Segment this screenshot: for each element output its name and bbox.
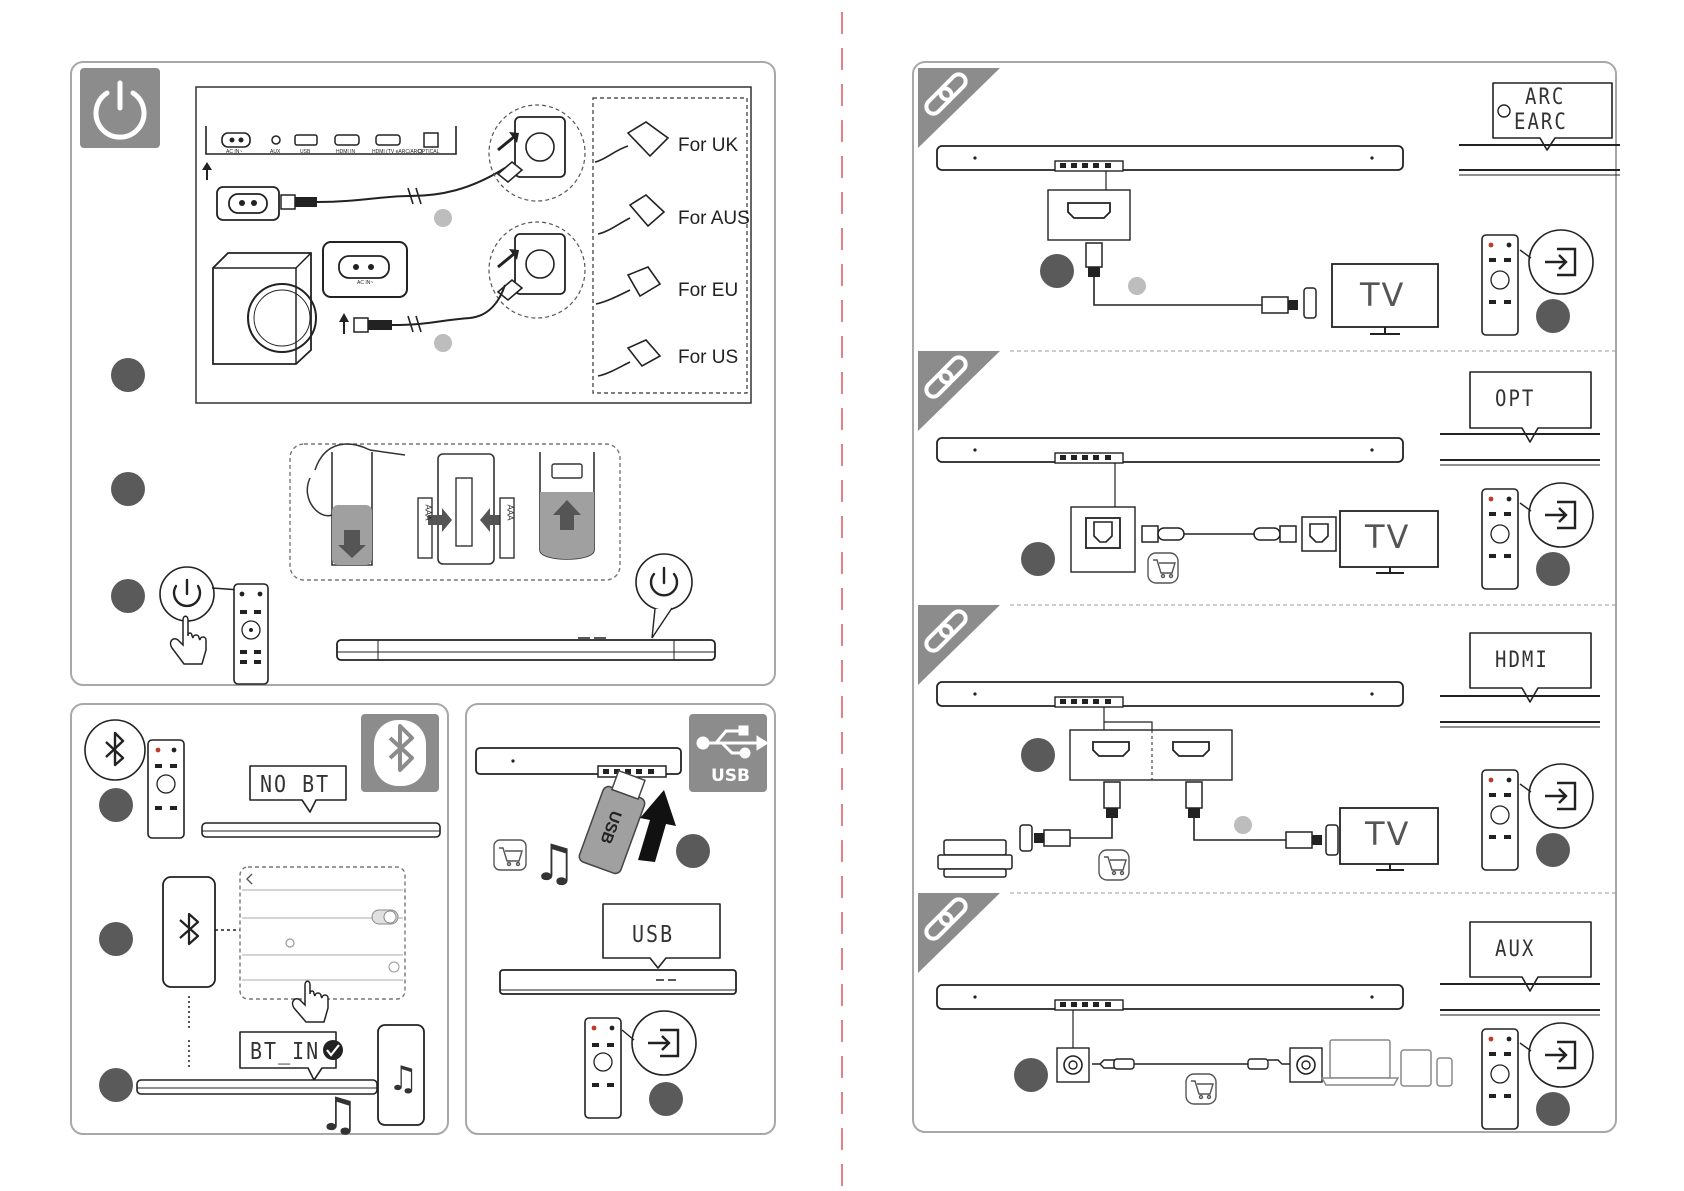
- link-badge-hdmi: [918, 605, 1000, 685]
- link-badge-aux: [918, 893, 1000, 973]
- step-marker: [1536, 833, 1570, 867]
- display-opt: OPT: [1495, 386, 1535, 411]
- step-marker: [1021, 738, 1055, 772]
- display-hdmi: HDMI: [1495, 647, 1549, 672]
- display-arc: ARC: [1525, 84, 1565, 109]
- remote-control-opt: [1482, 489, 1518, 589]
- step-marker-small: [1128, 277, 1146, 295]
- remote-control-arc: [1482, 235, 1518, 335]
- remote-control-aux: [1482, 1029, 1518, 1129]
- step-marker: [1536, 299, 1570, 333]
- step-marker: [1040, 254, 1074, 288]
- tv-label-hdmi: TV: [1365, 815, 1410, 853]
- display-aux: AUX: [1495, 936, 1535, 961]
- step-marker: [1021, 542, 1055, 576]
- step-marker: [1536, 1092, 1570, 1126]
- link-badge-arc: [918, 68, 1000, 148]
- display-earc: EARC: [1514, 109, 1568, 134]
- step-marker-small: [1234, 816, 1252, 834]
- step-marker: [1014, 1058, 1048, 1092]
- step-marker: [1536, 552, 1570, 586]
- player-device-icon: [938, 840, 1012, 877]
- tablet-icon: [1401, 1050, 1431, 1086]
- phone-icon: [1437, 1058, 1452, 1086]
- remote-control-hdmi: [1482, 770, 1518, 870]
- tv-label-opt: TV: [1365, 518, 1410, 556]
- link-badge-opt: [918, 351, 1000, 431]
- tv-label-arc: TV: [1360, 276, 1405, 314]
- laptop-icon: [1322, 1040, 1398, 1085]
